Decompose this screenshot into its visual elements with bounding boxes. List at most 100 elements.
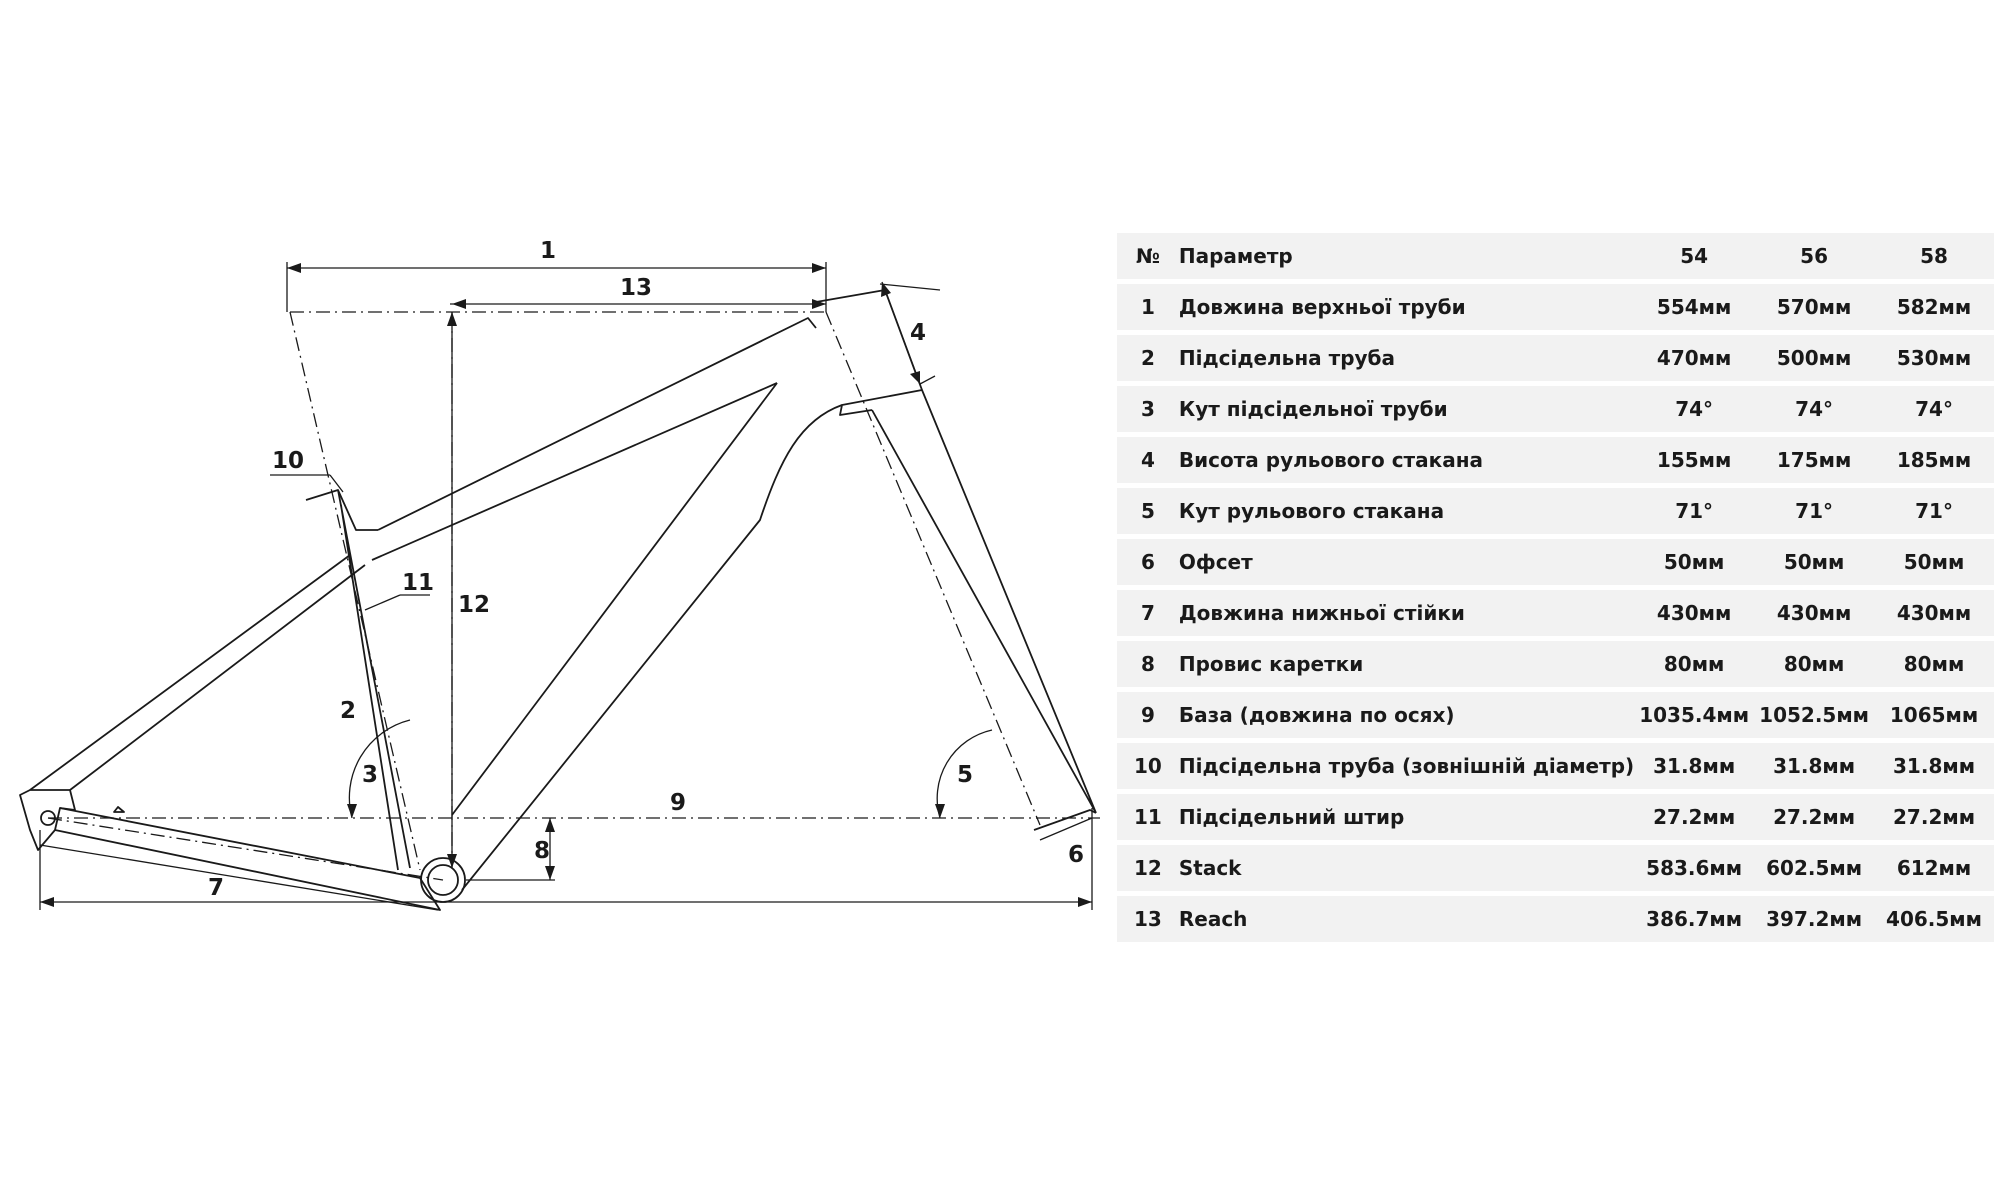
row-value-54: 1035.4мм <box>1634 692 1755 738</box>
row-value-56: 500мм <box>1754 335 1875 381</box>
row-value-54: 583.6мм <box>1634 845 1755 891</box>
header-size-56: 56 <box>1754 233 1875 279</box>
label-12: 12 <box>458 592 490 618</box>
row-value-58: 1065мм <box>1874 692 1994 738</box>
row-parameter: Довжина верхньої труби <box>1178 284 1635 330</box>
label-10: 10 <box>272 448 304 474</box>
row-parameter: Підсідельна труба <box>1178 335 1635 381</box>
row-value-58: 74° <box>1874 386 1994 432</box>
row-value-58: 80мм <box>1874 641 1994 687</box>
seat-stay <box>29 554 366 791</box>
label-4: 4 <box>910 320 926 346</box>
row-value-56: 397.2мм <box>1754 896 1875 942</box>
row-value-58: 530мм <box>1874 335 1994 381</box>
table-header-row: № Параметр 54 56 58 <box>1117 233 1994 279</box>
frame-geometry-diagram: 1 2 3 4 5 6 7 8 9 10 11 12 13 <box>19 238 1100 911</box>
row-value-56: 1052.5мм <box>1754 692 1875 738</box>
row-value-56: 71° <box>1754 488 1875 534</box>
label-1: 1 <box>540 238 556 264</box>
row-number: 8 <box>1117 641 1179 687</box>
row-value-56: 175мм <box>1754 437 1875 483</box>
row-value-58: 406.5мм <box>1874 896 1994 942</box>
row-value-56: 27.2мм <box>1754 794 1875 840</box>
row-value-54: 31.8мм <box>1634 743 1755 789</box>
row-parameter: Підсідельний штир <box>1178 794 1635 840</box>
row-value-56: 50мм <box>1754 539 1875 585</box>
row-parameter: База (довжина по осях) <box>1178 692 1635 738</box>
header-size-58: 58 <box>1874 233 1994 279</box>
row-value-58: 27.2мм <box>1874 794 1994 840</box>
row-value-56: 602.5мм <box>1754 845 1875 891</box>
header-size-54: 54 <box>1634 233 1755 279</box>
row-number: 7 <box>1117 590 1179 636</box>
row-number: 11 <box>1117 794 1179 840</box>
row-value-56: 570мм <box>1754 284 1875 330</box>
dimension-labels: 1 2 3 4 5 6 7 8 9 10 11 12 13 <box>208 238 1084 901</box>
seat-clamp <box>337 489 378 531</box>
row-value-54: 27.2мм <box>1634 794 1755 840</box>
row-value-54: 74° <box>1634 386 1755 432</box>
head-tube <box>815 289 923 416</box>
row-parameter: Висота рульового стакана <box>1178 437 1635 483</box>
row-value-54: 50мм <box>1634 539 1755 585</box>
row-number: 4 <box>1117 437 1179 483</box>
down-tube <box>451 382 843 891</box>
label-13: 13 <box>620 275 652 301</box>
row-parameter: Офсет <box>1178 539 1635 585</box>
bike-frame-outline <box>19 289 1097 911</box>
arrowheads <box>40 263 1092 907</box>
row-number: 5 <box>1117 488 1179 534</box>
row-value-58: 31.8мм <box>1874 743 1994 789</box>
row-parameter: Кут рульового стакана <box>1178 488 1635 534</box>
row-value-54: 470мм <box>1634 335 1755 381</box>
row-value-58: 71° <box>1874 488 1994 534</box>
rear-dropout <box>19 789 76 851</box>
cable-guide <box>113 806 125 813</box>
row-value-56: 80мм <box>1754 641 1875 687</box>
row-number: 13 <box>1117 896 1179 942</box>
top-tube <box>371 317 817 561</box>
row-number: 6 <box>1117 539 1179 585</box>
dimension-lines <box>39 262 1093 911</box>
row-value-56: 31.8мм <box>1754 743 1875 789</box>
row-value-58: 612мм <box>1874 845 1994 891</box>
seat-tube <box>305 489 411 871</box>
row-value-56: 430мм <box>1754 590 1875 636</box>
label-11: 11 <box>402 570 434 596</box>
label-9: 9 <box>670 790 686 816</box>
label-5: 5 <box>957 762 973 788</box>
label-3: 3 <box>362 762 378 788</box>
row-parameter: Stack <box>1178 845 1635 891</box>
row-value-54: 554мм <box>1634 284 1755 330</box>
row-number: 10 <box>1117 743 1179 789</box>
row-parameter: Кут підсідельної труби <box>1178 386 1635 432</box>
row-number: 2 <box>1117 335 1179 381</box>
bottom-bracket-inner <box>427 864 459 896</box>
label-8: 8 <box>534 838 550 864</box>
row-parameter: Reach <box>1178 896 1635 942</box>
row-number: 3 <box>1117 386 1179 432</box>
row-value-58: 185мм <box>1874 437 1994 483</box>
row-value-56: 74° <box>1754 386 1875 432</box>
label-7: 7 <box>208 875 224 901</box>
row-value-54: 430мм <box>1634 590 1755 636</box>
row-value-54: 155мм <box>1634 437 1755 483</box>
header-number: № <box>1117 233 1179 279</box>
construction-lines <box>47 311 1100 881</box>
label-2: 2 <box>340 698 356 724</box>
row-parameter: Провис каретки <box>1178 641 1635 687</box>
row-value-58: 50мм <box>1874 539 1994 585</box>
